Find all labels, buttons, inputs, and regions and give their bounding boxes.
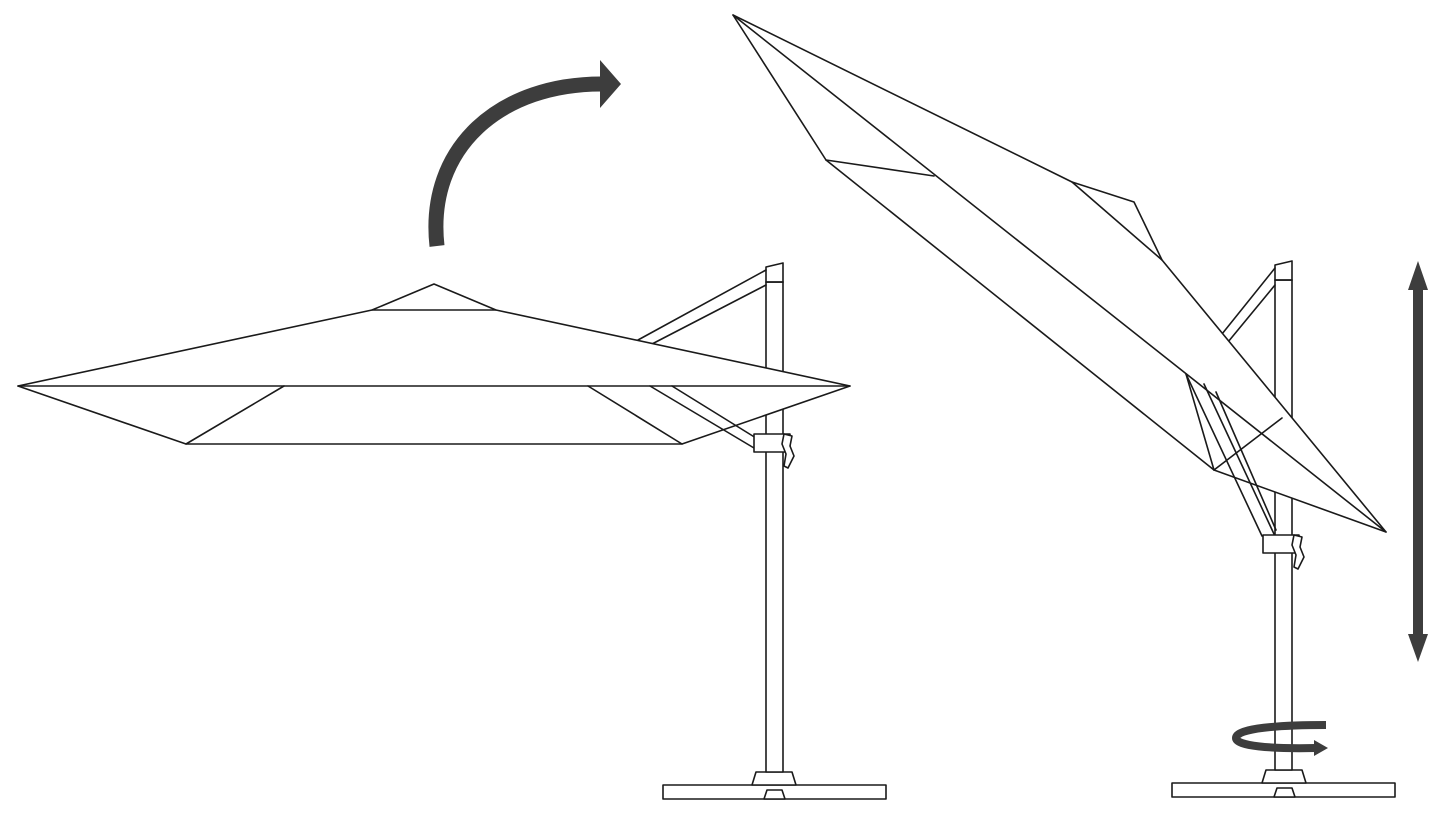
- double-vertical-arrow-icon: [1408, 261, 1428, 662]
- umbrella-horizontal: [17, 262, 887, 800]
- canopy-right: [732, 14, 1387, 533]
- umbrella-tilted: [732, 14, 1396, 798]
- support-arm-left: [637, 269, 767, 345]
- slider-right: [1262, 534, 1305, 570]
- base-plate-right: [1171, 769, 1396, 798]
- curved-arrow-icon: [428, 60, 621, 247]
- lower-ribs-left: [649, 385, 757, 449]
- pole-right: [1274, 260, 1293, 771]
- canopy-left: [17, 283, 851, 445]
- support-arm-right: [1221, 267, 1276, 343]
- base-plate-left: [662, 771, 887, 800]
- slider-left: [753, 433, 795, 469]
- pole-left: [765, 262, 784, 773]
- lower-ribs-right: [1185, 373, 1277, 537]
- rotate-arrow-icon: [1231, 721, 1328, 756]
